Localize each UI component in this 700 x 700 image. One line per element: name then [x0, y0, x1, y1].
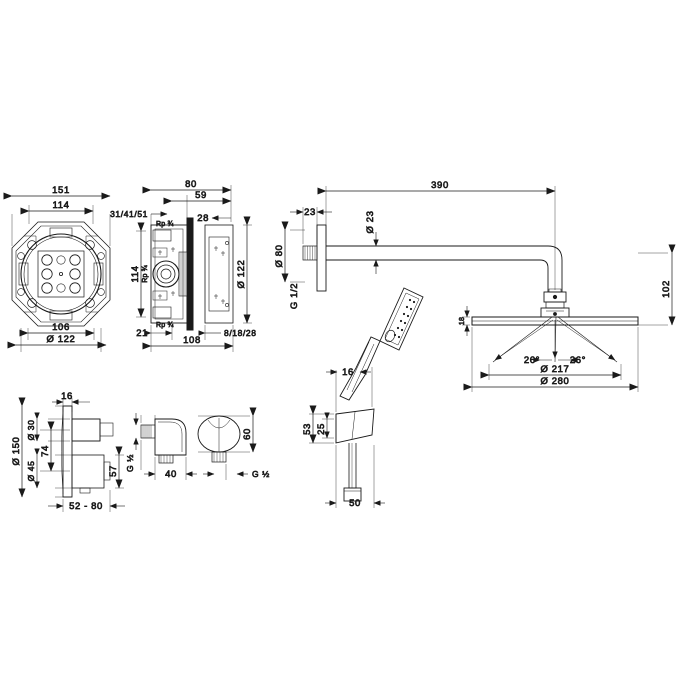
dim-head-plate-thickness: 18	[459, 317, 466, 325]
dim-holder-height-inner: 25	[316, 423, 327, 435]
dim-arm-drop-height: 102	[661, 280, 672, 298]
dim-arm-tube-diameter: Ø 23	[365, 211, 376, 234]
dim-rough-in-front-151: 151	[52, 185, 70, 196]
view-rough-in-front: 151 114 106 Ø 122	[3, 185, 111, 352]
dim-rough-in-side-21: 21	[136, 328, 148, 339]
label-wall-outlet-outlet-thread: G ½	[252, 469, 270, 479]
view-thermostat-trim: 16 Ø 150 Ø 30 Ø 45 74 57 52 - 80	[11, 391, 125, 512]
dim-hand-shower-16: 16	[342, 367, 354, 378]
dim-thermostat-handle-large: Ø 45	[26, 461, 36, 482]
view-shower-arm-and-head: 390 23 Ø 23 Ø 80 G 1/2 102 18 26° 26° Ø …	[274, 180, 676, 392]
dim-head-face-diameter: Ø 217	[541, 364, 570, 375]
dim-thermostat-74: 74	[40, 445, 51, 457]
dim-head-outer-diameter: Ø 280	[541, 376, 570, 387]
view-wall-outlet: G ½ 40 G ½ 60	[125, 407, 270, 480]
view-rough-in-side: 80 59 31/41/51 28 114 Ø 122 21 8/18/28 1…	[110, 179, 256, 352]
dim-spray-angle-right: 26°	[570, 355, 586, 366]
dim-spray-angle-left: 26°	[524, 355, 540, 366]
dim-rough-in-side-59: 59	[195, 190, 207, 201]
label-arm-connection-thread: G 1/2	[289, 283, 300, 309]
dim-rough-in-side-114: 114	[130, 266, 141, 283]
label-wall-outlet-inlet-thread: G ½	[125, 454, 135, 472]
view-hand-shower: 16 53 25 50	[302, 287, 424, 509]
dim-rough-in-side-108: 108	[183, 335, 201, 346]
dim-rough-in-side-depth-range: 8/18/28	[224, 328, 257, 338]
dim-arm-flange-diameter: Ø 80	[274, 245, 285, 268]
dim-rough-in-front-106: 106	[52, 322, 70, 333]
dim-thermostat-plate-diameter: Ø 150	[11, 437, 22, 466]
dim-rough-in-front-diameter: Ø 122	[47, 334, 76, 345]
label-thread-mid: Rp ¾	[142, 265, 149, 283]
dim-holder-projection: 50	[349, 498, 361, 509]
dim-holder-height-total: 53	[302, 423, 313, 435]
dim-arm-flange-depth: 23	[304, 207, 316, 218]
dim-rough-in-side-diameter: Ø 122	[236, 260, 247, 289]
dim-thermostat-projection: 52 - 80	[69, 501, 103, 512]
dim-thermostat-57: 57	[108, 465, 119, 477]
dim-arm-length: 390	[431, 180, 449, 191]
dim-rough-in-front-114: 114	[53, 200, 70, 211]
label-thread-bottom: Rp ¾	[156, 322, 174, 329]
dim-wall-outlet-40: 40	[165, 469, 177, 480]
dim-rough-in-side-80: 80	[185, 179, 197, 190]
dim-thermostat-16: 16	[61, 391, 73, 402]
dim-thermostat-handle-small: Ø 30	[26, 420, 36, 441]
dim-rough-in-side-flush-range: 31/41/51	[110, 209, 148, 219]
label-thread-top: Rp ¾	[156, 221, 174, 228]
dim-wall-outlet-60: 60	[242, 428, 253, 440]
dim-rough-in-side-28: 28	[197, 213, 209, 224]
